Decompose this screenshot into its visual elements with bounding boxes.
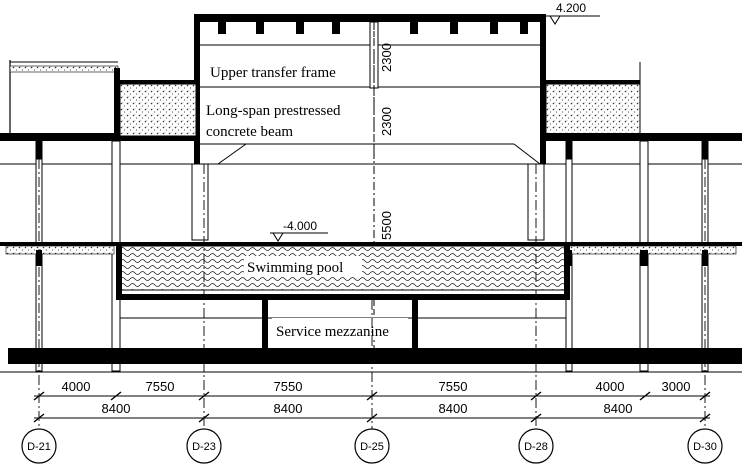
label-long-span-1: Long-span prestressed: [206, 103, 341, 119]
axis-label-d25: D-25: [360, 441, 384, 453]
annotation-labels: Upper transfer frame Long-span prestress…: [206, 60, 389, 340]
dim-3000: 3000: [662, 379, 691, 394]
dim-4000-right: 4000: [596, 379, 625, 394]
service-mezzanine: [120, 300, 566, 348]
dim-8400-d: 8400: [604, 401, 633, 416]
axis-lines: [38, 141, 706, 430]
right-block: [545, 62, 742, 141]
axis-label-d30: D-30: [693, 441, 717, 453]
label-upper-transfer-frame: Upper transfer frame: [210, 65, 336, 81]
vdim-5500: 5500: [379, 211, 394, 240]
vdim-2300-mid: 2300: [379, 107, 394, 136]
vdim-2300-top: 2300: [379, 43, 394, 72]
top-elevation-marker: 4.200: [546, 1, 600, 25]
upper-transfer-frame: [194, 14, 546, 164]
left-block: [0, 60, 200, 142]
dim-7550-a: 7550: [146, 379, 175, 394]
swimming-pool: [116, 245, 570, 300]
vertical-dimension: 2300 2300 5500: [373, 22, 394, 246]
dim-7550-c: 7550: [439, 379, 468, 394]
elevation-top-text: 4.200: [556, 1, 586, 15]
label-swimming-pool: Swimming pool: [247, 260, 343, 276]
axis-bubble-d28: D-28: [518, 428, 554, 464]
axis-bubble-d25: D-25: [354, 428, 390, 464]
dim-8400-a: 8400: [102, 401, 131, 416]
elevation-pool-text: -4.000: [283, 219, 317, 233]
dim-8400-c: 8400: [439, 401, 468, 416]
dims-row-1: 4000 7550 7550 7550 4000 3000: [62, 379, 691, 394]
label-long-span-2: concrete beam: [206, 124, 293, 140]
dim-4000-left: 4000: [62, 379, 91, 394]
base-slab: [0, 348, 742, 373]
axis-bubble-d23: D-23: [186, 428, 222, 464]
axis-label-d23: D-23: [192, 441, 216, 453]
axis-label-d21: D-21: [27, 441, 51, 453]
axis-bubbles: D-21 D-23 D-25 D-28 D-30: [21, 428, 723, 464]
pool-elevation-marker: -4.000: [270, 219, 328, 242]
axis-bubble-d30: D-30: [687, 428, 723, 464]
dim-8400-b: 8400: [274, 401, 303, 416]
dimension-rows: [33, 391, 711, 423]
axis-label-d28: D-28: [524, 441, 548, 453]
axis-bubble-d21: D-21: [21, 428, 57, 464]
label-service-mezzanine: Service mezzanine: [276, 324, 389, 340]
dim-7550-b: 7550: [274, 379, 303, 394]
dims-row-2: 8400 8400 8400 8400: [102, 401, 633, 416]
